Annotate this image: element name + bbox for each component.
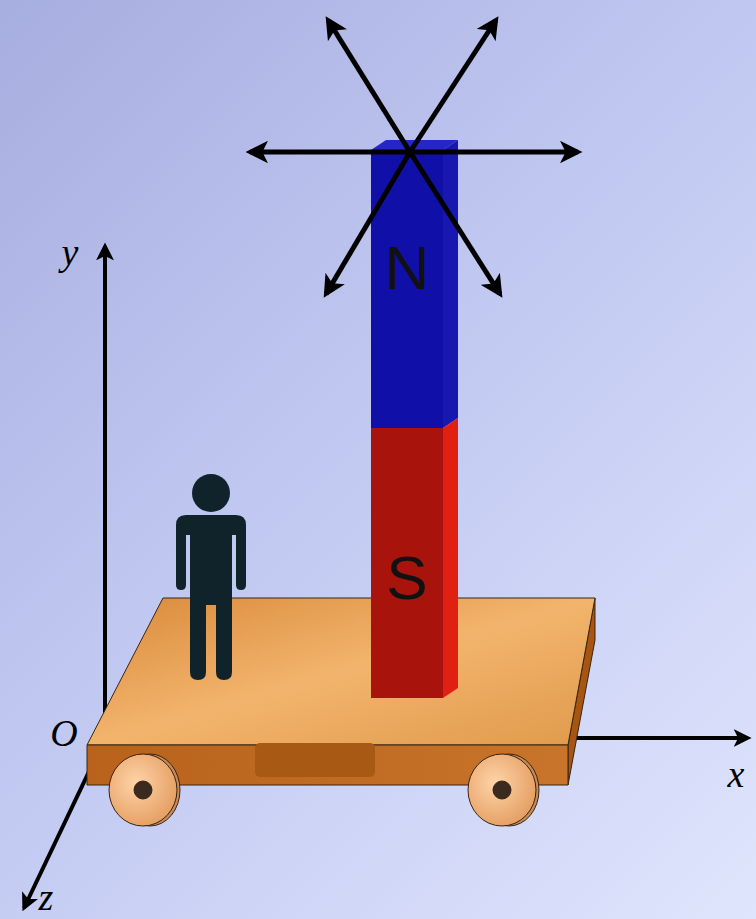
axis-label: y [62, 233, 79, 271]
person [176, 474, 246, 680]
pole-letter: S [386, 547, 427, 609]
axis-label: x [728, 755, 745, 793]
origin-label: O [50, 714, 77, 752]
magnet-pole: N [371, 150, 443, 428]
magnet-faces [371, 140, 458, 698]
magnet-pole: S [371, 428, 443, 698]
axis-label: z [39, 878, 54, 916]
cart [87, 598, 595, 826]
pole-letter: N [385, 237, 430, 299]
